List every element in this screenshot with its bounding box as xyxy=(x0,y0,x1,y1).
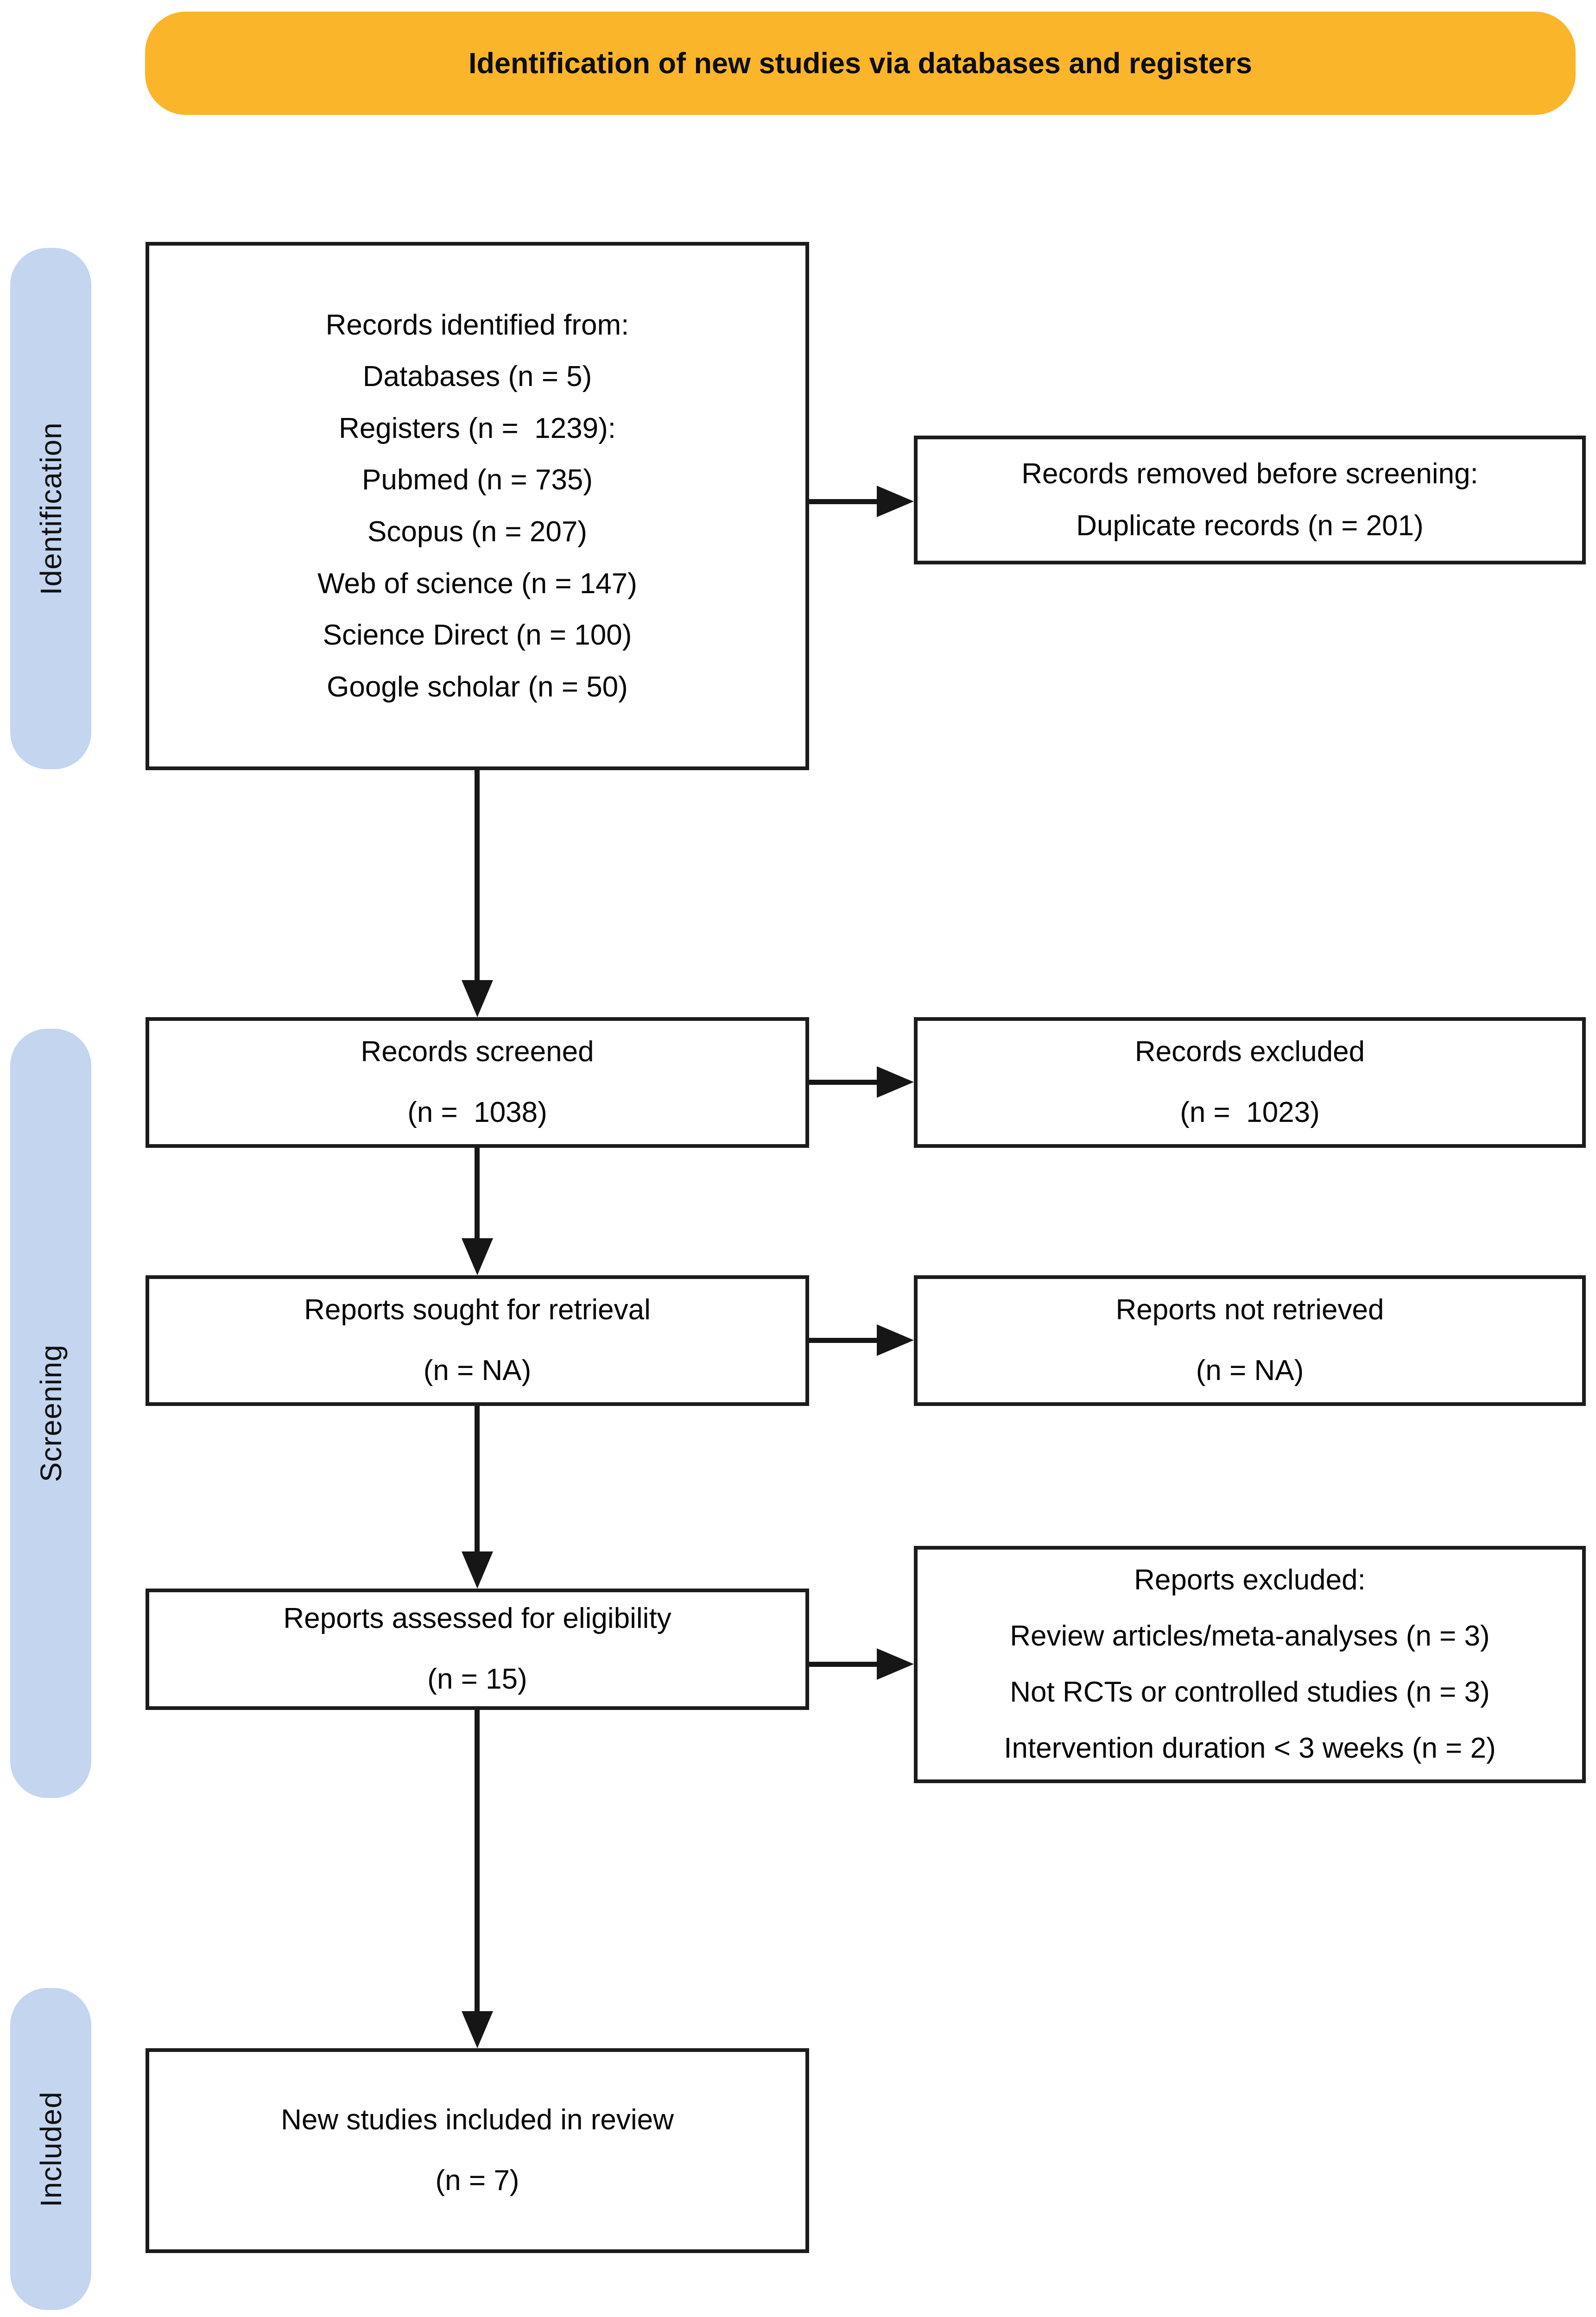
right-arrow-icon xyxy=(877,486,914,517)
line: (n = NA) xyxy=(423,1355,532,1386)
banner: Identification of new studies via databa… xyxy=(145,12,1576,115)
stage-label-identification: Identification xyxy=(34,422,68,595)
line: (n = 7) xyxy=(435,2165,519,2197)
line: Records screened xyxy=(361,1036,594,1068)
stage-label-screening: Screening xyxy=(34,1344,68,1482)
line: Pubmed (n = 735) xyxy=(361,464,593,496)
line: Web of science (n = 147) xyxy=(317,567,637,600)
right-arrow-shaft xyxy=(809,499,878,504)
line: Registers (n = 1239): xyxy=(339,412,616,444)
line: Scopus (n = 207) xyxy=(367,516,587,548)
stage-label-included: Included xyxy=(34,2091,68,2207)
line: Not RCTs or controlled studies (n = 3) xyxy=(1010,1676,1490,1708)
right-arrow-shaft xyxy=(809,1080,878,1085)
down-arrow-icon xyxy=(462,1238,493,1275)
line: Reports excluded: xyxy=(1134,1564,1366,1596)
line: Records excluded xyxy=(1134,1036,1365,1068)
right-arrow-icon xyxy=(877,1648,914,1680)
line: Reports not retrieved xyxy=(1115,1294,1384,1326)
box-reports-assessed: Reports assessed for eligibility (n = 15… xyxy=(146,1589,809,1710)
right-arrow-shaft xyxy=(809,1338,878,1343)
line: (n = 1023) xyxy=(1180,1096,1320,1128)
stage-bar-identification: Identification xyxy=(10,248,91,769)
line: (n = 15) xyxy=(427,1663,527,1695)
down-arrow-shaft xyxy=(475,1406,480,1553)
line: Databases (n = 5) xyxy=(362,361,592,393)
line: (n = NA) xyxy=(1196,1355,1304,1386)
line: Intervention duration < 3 weeks (n = 2) xyxy=(1004,1732,1496,1764)
right-arrow-icon xyxy=(877,1066,914,1098)
line: Science Direct (n = 100) xyxy=(323,619,632,652)
box-records-identified: Records identified from: Databases (n = … xyxy=(146,242,809,770)
line: Records removed before screening: xyxy=(1021,458,1478,490)
right-arrow-shaft xyxy=(809,1662,878,1667)
box-records-screened: Records screened (n = 1038) xyxy=(146,1017,809,1148)
line: (n = 1038) xyxy=(407,1096,547,1128)
box-reports-sought: Reports sought for retrieval (n = NA) xyxy=(146,1275,809,1406)
down-arrow-icon xyxy=(462,2011,493,2048)
right-arrow-icon xyxy=(877,1324,914,1356)
stage-bar-screening: Screening xyxy=(10,1029,91,1798)
banner-title: Identification of new studies via databa… xyxy=(469,47,1252,80)
down-arrow-shaft xyxy=(475,1148,480,1240)
down-arrow-shaft xyxy=(475,770,480,981)
line: Review articles/meta-analyses (n = 3) xyxy=(1010,1620,1490,1652)
line: New studies included in review xyxy=(281,2104,674,2136)
down-arrow-shaft xyxy=(475,1710,480,2013)
down-arrow-icon xyxy=(462,1551,493,1589)
line: Duplicate records (n = 201) xyxy=(1076,510,1424,542)
line: Reports assessed for eligibility xyxy=(283,1602,671,1635)
stage-bar-included: Included xyxy=(10,1988,91,2310)
box-records-removed: Records removed before screening: Duplic… xyxy=(914,436,1586,564)
box-reports-excluded: Reports excluded: Review articles/meta-a… xyxy=(914,1546,1586,1783)
line: Reports sought for retrieval xyxy=(304,1294,651,1326)
box-reports-not-retrieved: Reports not retrieved (n = NA) xyxy=(914,1275,1586,1406)
box-new-studies-included: New studies included in review (n = 7) xyxy=(146,2048,809,2253)
box-records-excluded: Records excluded (n = 1023) xyxy=(914,1017,1586,1148)
down-arrow-icon xyxy=(462,980,493,1017)
line: Google scholar (n = 50) xyxy=(327,671,628,703)
line: Records identified from: xyxy=(325,309,629,341)
